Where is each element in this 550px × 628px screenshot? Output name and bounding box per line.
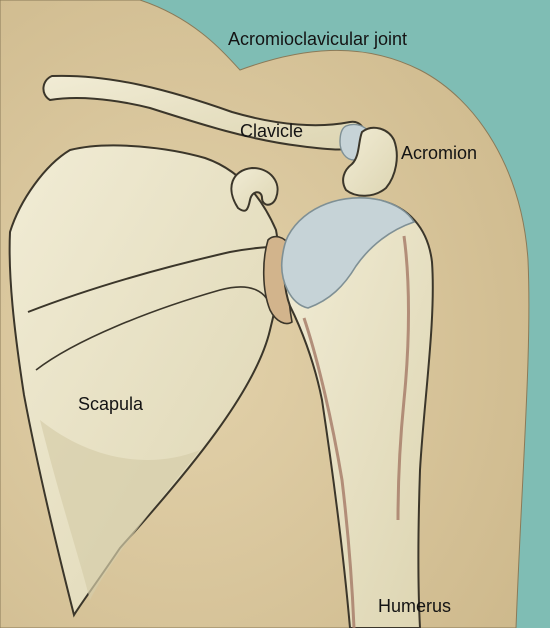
label-acromion: Acromion	[401, 144, 477, 162]
label-acromioclavicular-joint: Acromioclavicular joint	[228, 30, 407, 48]
label-scapula: Scapula	[78, 395, 143, 413]
label-clavicle: Clavicle	[240, 122, 303, 140]
label-humerus: Humerus	[378, 597, 451, 615]
